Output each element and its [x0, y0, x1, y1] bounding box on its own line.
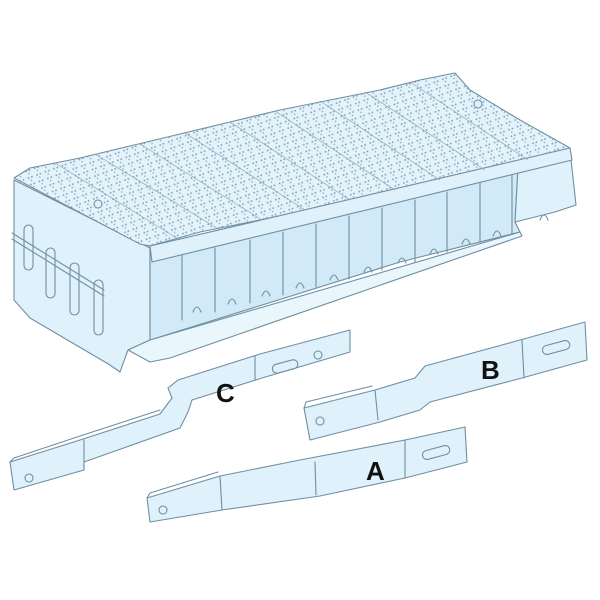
screw-icon: [93, 199, 103, 209]
bar-c-slot-icon: [271, 359, 299, 374]
enclosure-perforated-lid: [13, 72, 571, 247]
front-ribs: [181, 174, 549, 321]
bar-c-top-edge: [9, 409, 161, 463]
bar-b-slot-icon: [541, 339, 571, 355]
bar-a-hole-icon: [158, 505, 168, 515]
lid-segment-lines: [54, 81, 529, 241]
bar-c-hole-icon: [24, 473, 34, 483]
enclosure-bottom-strip: [127, 231, 523, 363]
bar-a-label: A: [366, 456, 385, 486]
busbar-b[interactable]: B: [303, 321, 588, 441]
bar-c-label: C: [216, 378, 235, 408]
enclosure: [11, 72, 577, 373]
busbar-a[interactable]: A: [146, 426, 468, 523]
bar-a-body: [146, 426, 468, 523]
bar-b-body: [303, 321, 588, 441]
bar-b-hole-icon: [315, 416, 325, 426]
bar-b-label: B: [481, 355, 500, 385]
screw-icon: [473, 99, 483, 109]
side-hooks: [11, 224, 105, 336]
enclosure-lid-lip: [149, 147, 573, 263]
bar-a-slot-icon: [421, 444, 451, 460]
busbar-c[interactable]: C: [9, 329, 351, 491]
